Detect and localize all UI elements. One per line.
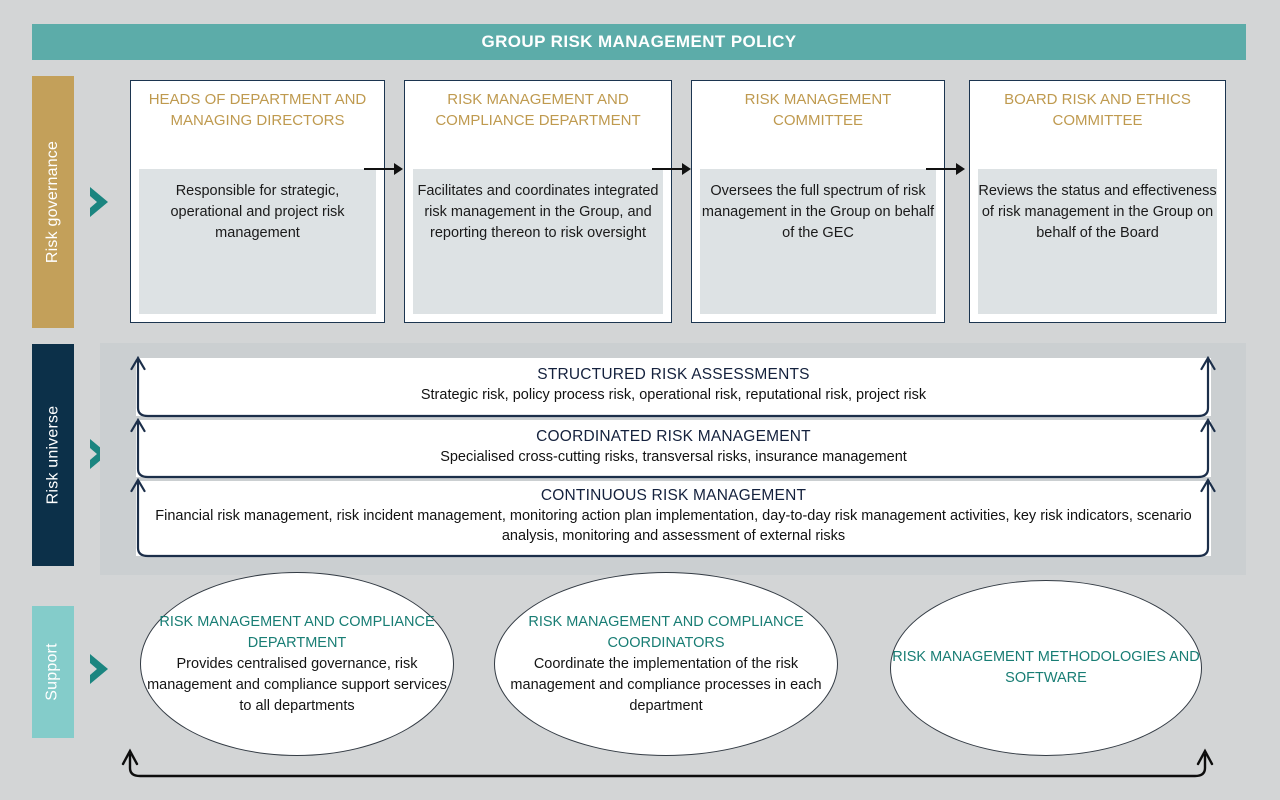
support-ellipse-title: RISK MANAGEMENT AND COMPLIANCE DEPARTMEN… — [159, 613, 435, 651]
arrow-right-icon — [926, 160, 966, 178]
support-ellipse-body: Coordinate the implementation of the ris… — [510, 655, 822, 714]
chevron-right-icon — [88, 437, 118, 471]
governance-box-title: BOARD RISK AND ETHICS COMMITTEE — [1004, 91, 1191, 129]
header-banner: GROUP RISK MANAGEMENT POLICY — [32, 24, 1246, 60]
governance-box-body: Facilitates and coordinates integrated r… — [413, 169, 663, 314]
governance-box-body: Reviews the status and effectiveness of … — [978, 169, 1217, 314]
page-title: GROUP RISK MANAGEMENT POLICY — [481, 32, 797, 51]
governance-box-title: HEADS OF DEPARTMENT AND MANAGING DIRECTO… — [148, 91, 367, 129]
governance-box-title: RISK MANAGEMENT AND COMPLIANCE DEPARTMEN… — [435, 91, 641, 129]
governance-box[interactable]: BOARD RISK AND ETHICS COMMITTEE Reviews … — [969, 80, 1226, 323]
chevron-right-icon — [88, 652, 118, 686]
arrow-right-icon — [652, 160, 692, 178]
risk-universe-row[interactable] — [136, 420, 1211, 477]
governance-box-title: RISK MANAGEMENT COMMITTEE — [744, 91, 892, 129]
governance-box-body: Oversees the full spectrum of risk manag… — [700, 169, 936, 314]
support-ellipse[interactable]: RISK MANAGEMENT AND COMPLIANCE COORDINAT… — [494, 572, 838, 756]
chevron-right-icon — [88, 185, 118, 219]
risk-universe-row[interactable] — [136, 481, 1211, 556]
governance-box[interactable]: HEADS OF DEPARTMENT AND MANAGING DIRECTO… — [130, 80, 385, 323]
governance-box-body: Responsible for strategic, operational a… — [139, 169, 376, 314]
band-label-risk-universe: Risk universe — [32, 344, 74, 566]
double-up-arrow-bracket-icon — [120, 748, 1215, 784]
support-ellipse-title: RISK MANAGEMENT METHODOLOGIES AND SOFTWA… — [892, 649, 1200, 686]
governance-box[interactable]: RISK MANAGEMENT COMMITTEE Oversees the f… — [691, 80, 945, 323]
support-ellipse-title: RISK MANAGEMENT AND COMPLIANCE COORDINAT… — [528, 613, 804, 651]
band-label-text: Support — [44, 643, 62, 701]
band-label-text: Risk governance — [44, 140, 62, 264]
support-ellipse-body: Provides centralised governance, risk ma… — [147, 655, 447, 714]
band-label-risk-governance: Risk governance — [32, 76, 74, 328]
support-ellipse[interactable]: RISK MANAGEMENT AND COMPLIANCE DEPARTMEN… — [140, 572, 454, 756]
support-ellipse[interactable]: RISK MANAGEMENT METHODOLOGIES AND SOFTWA… — [890, 580, 1202, 756]
arrow-right-icon — [364, 160, 404, 178]
band-label-text: Risk universe — [44, 405, 62, 505]
band-label-support: Support — [32, 606, 74, 738]
risk-universe-row[interactable] — [136, 358, 1211, 416]
governance-box[interactable]: RISK MANAGEMENT AND COMPLIANCE DEPARTMEN… — [404, 80, 672, 323]
